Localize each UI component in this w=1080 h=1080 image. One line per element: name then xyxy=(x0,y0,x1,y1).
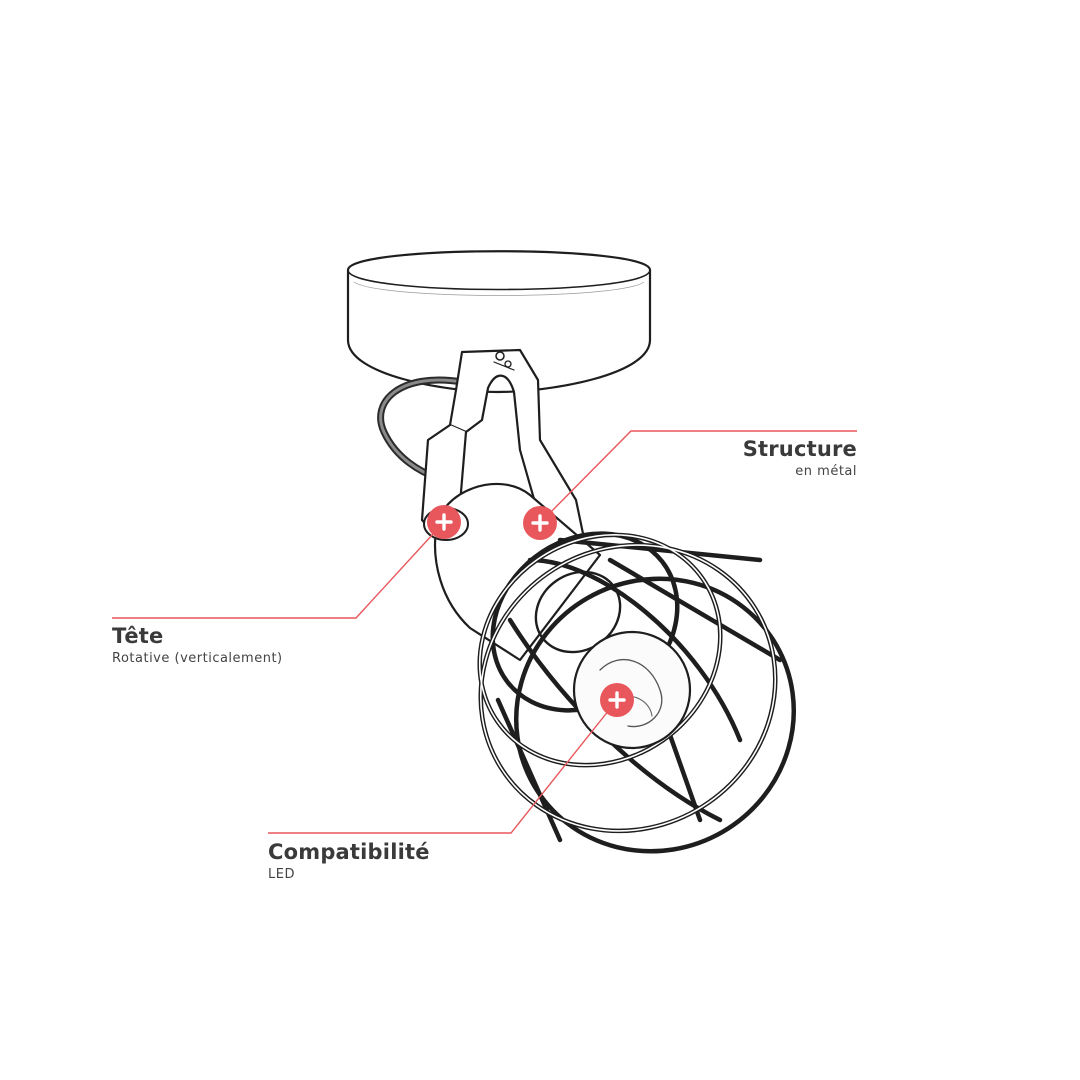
lamp-sketch xyxy=(346,250,797,854)
annotation-structure: Structure en métal xyxy=(700,436,857,482)
power-cable xyxy=(377,376,466,482)
hotspot-tete[interactable] xyxy=(427,505,461,539)
leader-line-tete xyxy=(112,521,445,619)
annotation-subtitle: LED xyxy=(268,867,295,882)
leader-line-compat xyxy=(268,699,618,834)
plus-icon xyxy=(608,691,626,709)
annotation-title: Tête xyxy=(112,624,164,648)
annotation-subtitle: en métal xyxy=(795,464,857,479)
hotspot-compat[interactable] xyxy=(600,683,634,717)
leader-lines xyxy=(112,430,857,834)
bulb-socket xyxy=(534,570,692,750)
annotation-title: Structure xyxy=(742,437,857,461)
ceiling-canopy xyxy=(346,250,652,394)
hotspot-structure[interactable] xyxy=(523,506,557,540)
plus-icon xyxy=(531,514,549,532)
annotation-subtitle: Rotative (verticalement) xyxy=(112,651,283,666)
annotation-tete: Tête Rotative (verticalement) xyxy=(112,623,412,669)
plus-icon xyxy=(435,513,453,531)
annotation-title: Compatibilité xyxy=(268,840,430,864)
annotation-compat: Compatibilité LED xyxy=(268,839,568,885)
leader-line-structure xyxy=(539,430,857,524)
